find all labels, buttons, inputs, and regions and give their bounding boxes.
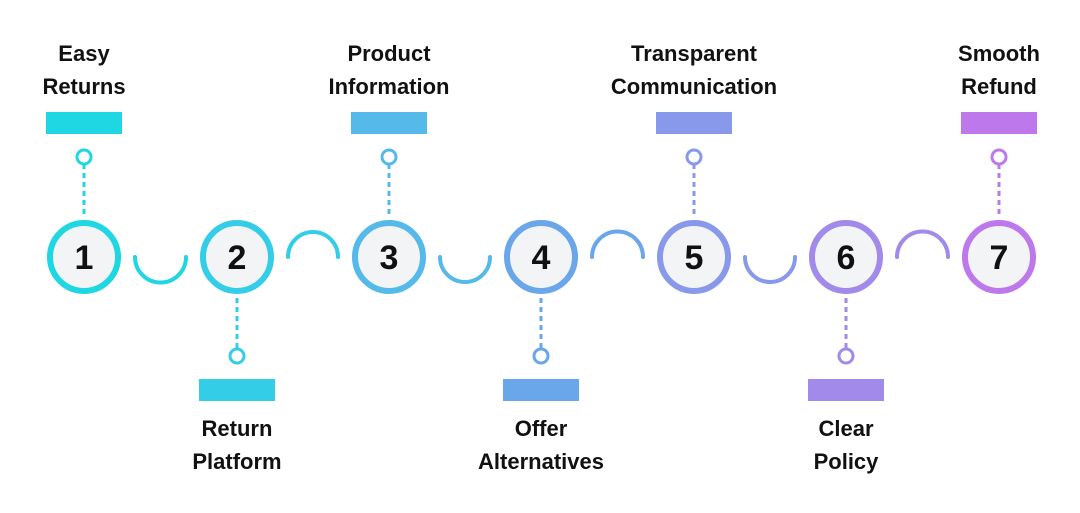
step-label-4-line-2: Alternatives bbox=[478, 449, 604, 474]
step-label-5-line-1: Transparent bbox=[631, 41, 757, 66]
step-label-1-line-2: Returns bbox=[42, 74, 126, 99]
step-number-6: 6 bbox=[837, 239, 856, 277]
step-label-4-line-1: Offer bbox=[514, 416, 568, 441]
step-number-7: 7 bbox=[990, 239, 1009, 277]
step-number-5: 5 bbox=[685, 239, 704, 277]
step-circle-3 bbox=[352, 220, 426, 294]
step-label-5-line-2: Communication bbox=[610, 74, 778, 99]
label-bar-5 bbox=[656, 112, 732, 134]
step-circle-7 bbox=[962, 220, 1036, 294]
step-circle-4 bbox=[504, 220, 578, 294]
connector-dot-7 bbox=[990, 148, 1008, 166]
connector-dot-1 bbox=[75, 148, 93, 166]
step-label-2-line-1: Return bbox=[201, 416, 273, 441]
label-bar-7 bbox=[961, 112, 1037, 134]
connector-arc-2-3 bbox=[286, 230, 340, 259]
label-bar-3 bbox=[351, 112, 427, 134]
connector-dot-2 bbox=[228, 347, 246, 365]
step-circle-2 bbox=[200, 220, 274, 294]
step-label-3-line-1: Product bbox=[347, 41, 431, 66]
step-number-3: 3 bbox=[380, 239, 399, 277]
step-label-6-line-1: Clear bbox=[818, 416, 874, 441]
label-bar-4 bbox=[503, 379, 579, 401]
connector-arc-3-4 bbox=[438, 255, 492, 284]
connector-arc-1-2 bbox=[133, 255, 188, 285]
connector-dot-5 bbox=[685, 148, 703, 166]
step-circle-1 bbox=[47, 220, 121, 294]
step-number-2: 2 bbox=[228, 239, 247, 277]
step-label-7-line-1: Smooth bbox=[958, 41, 1040, 66]
step-circle-5 bbox=[657, 220, 731, 294]
step-label-1-line-1: Easy bbox=[58, 41, 110, 66]
connector-arc-5-6 bbox=[743, 255, 797, 284]
step-number-4: 4 bbox=[532, 239, 551, 277]
connector-arc-6-7 bbox=[895, 229, 950, 259]
connector-dot-6 bbox=[837, 347, 855, 365]
label-bar-6 bbox=[808, 379, 884, 401]
step-number-1: 1 bbox=[75, 239, 94, 277]
connector-arc-4-5 bbox=[590, 229, 645, 259]
step-label-3-line-2: Information bbox=[328, 74, 450, 99]
step-label-2-line-2: Platform bbox=[192, 449, 282, 474]
connector-dot-3 bbox=[380, 148, 398, 166]
step-label-6-line-2: Policy bbox=[813, 449, 879, 474]
label-bar-2 bbox=[199, 379, 275, 401]
step-circle-6 bbox=[809, 220, 883, 294]
connector-dot-4 bbox=[532, 347, 550, 365]
step-label-7-line-2: Refund bbox=[961, 74, 1037, 99]
label-bar-1 bbox=[46, 112, 122, 134]
